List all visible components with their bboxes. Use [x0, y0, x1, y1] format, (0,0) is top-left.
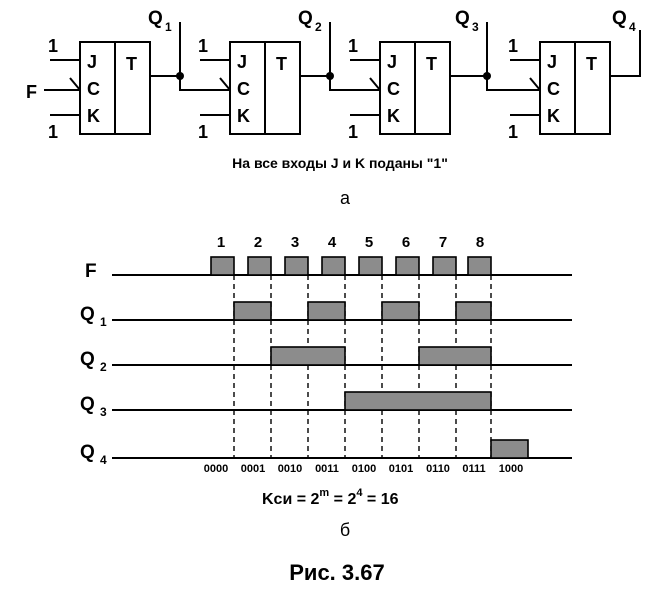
flip-flop-1: J C K T 1 1 F Q 1: [26, 8, 210, 142]
pin-c-label: C: [237, 79, 250, 99]
signal-row-q4: Q 4: [80, 439, 572, 467]
row-label-index: 4: [100, 453, 107, 467]
j-input-one-1: 1: [48, 36, 58, 56]
timing-diagram: 1 2 3 4 5 6 7 8 F: [80, 234, 572, 540]
figure-caption: Рис. 3.67: [289, 560, 384, 585]
q2-high: [270, 346, 346, 366]
row-label-letter: Q: [80, 442, 95, 463]
pin-c-label: C: [87, 79, 100, 99]
pin-j-label: J: [547, 52, 557, 72]
q1-high: [381, 301, 420, 321]
k-input-one-2: 1: [198, 122, 208, 142]
q1-high: [455, 301, 492, 321]
j-input-one-2: 1: [198, 36, 208, 56]
pin-k-label: K: [387, 106, 400, 126]
output-q2-index: 2: [315, 20, 322, 34]
q3-high: [344, 391, 492, 411]
clock-pulse: [210, 256, 235, 276]
circuit-caption: На все входы J и K поданы "1": [232, 155, 448, 171]
counting-formula: Kси = 2m = 24 = 16: [262, 487, 399, 508]
pulse-number: 5: [365, 234, 373, 251]
state-code: 0111: [462, 463, 485, 475]
flip-flop-3: J C K T 1 1 Q 3: [348, 8, 520, 142]
pulse-number: 6: [402, 234, 410, 251]
q2-high: [418, 346, 492, 366]
input-f-label: F: [26, 82, 37, 102]
pin-c-label: C: [547, 79, 560, 99]
pin-j-label: J: [237, 52, 247, 72]
output-q1-index: 1: [165, 20, 172, 34]
j-input-one-3: 1: [348, 36, 358, 56]
signal-row-q2: Q 2: [80, 346, 572, 374]
pulse-number: 8: [476, 234, 484, 251]
block-t-label: T: [126, 54, 137, 74]
clock-pulse: [467, 256, 492, 276]
pin-j-label: J: [387, 52, 397, 72]
pulse-number: 2: [254, 234, 262, 251]
state-code: 1000: [499, 463, 523, 475]
row-label-letter: Q: [80, 304, 95, 325]
k-input-one-1: 1: [48, 122, 58, 142]
clock-pulse: [284, 256, 309, 276]
pulse-number: 1: [217, 234, 225, 251]
pin-k-label: K: [87, 106, 100, 126]
signal-row-q3: Q 3: [80, 391, 572, 419]
block-t-label: T: [426, 54, 437, 74]
q1-high: [307, 301, 346, 321]
output-q1-letter: Q: [148, 8, 163, 29]
output-q4-letter: Q: [612, 8, 627, 29]
signal-row-f: F: [85, 256, 572, 282]
clock-pulse: [395, 256, 420, 276]
state-code: 0100: [352, 463, 376, 475]
flip-flop-4: J C K T 1 1 Q 4: [508, 8, 641, 142]
clock-pulse: [358, 256, 383, 276]
pulse-number: 4: [328, 234, 337, 251]
q1-high: [233, 301, 272, 321]
output-q3-letter: Q: [455, 8, 470, 29]
row-label: F: [85, 261, 97, 282]
clock-pulse: [321, 256, 346, 276]
dashed-guides: [233, 275, 492, 458]
pulse-number: 7: [439, 234, 447, 251]
row-label-index: 1: [100, 315, 107, 329]
row-label-index: 2: [100, 360, 107, 374]
k-input-one-3: 1: [348, 122, 358, 142]
state-code: 0101: [389, 463, 413, 475]
pulse-number: 3: [291, 234, 299, 251]
row-label-letter: Q: [80, 349, 95, 370]
j-input-one-4: 1: [508, 36, 518, 56]
output-q2-letter: Q: [298, 8, 313, 29]
clock-pulse: [247, 256, 272, 276]
row-label-index: 3: [100, 405, 107, 419]
signal-row-q1: Q 1: [80, 301, 572, 329]
state-code: 0110: [426, 463, 450, 475]
output-q4-index: 4: [629, 20, 636, 34]
state-code: 0011: [315, 463, 339, 475]
k-input-one-4: 1: [508, 122, 518, 142]
part-b-label: б: [340, 520, 350, 540]
part-a-label: а: [340, 188, 351, 208]
block-t-label: T: [586, 54, 597, 74]
pin-k-label: K: [547, 106, 560, 126]
row-label-letter: Q: [80, 394, 95, 415]
pin-k-label: K: [237, 106, 250, 126]
q4-high: [490, 439, 529, 459]
counter-circuit: J C K T 1 1 F Q 1 J C K T: [26, 8, 641, 208]
clock-pulse: [432, 256, 457, 276]
pin-j-label: J: [87, 52, 97, 72]
state-codes: 0000 0001 0010 0011 0100 0101 0110 0111 …: [204, 463, 523, 475]
state-code: 0010: [278, 463, 302, 475]
state-code: 0000: [204, 463, 228, 475]
output-q3-index: 3: [472, 20, 479, 34]
state-code: 0001: [241, 463, 265, 475]
block-t-label: T: [276, 54, 287, 74]
flip-flop-2: J C K T 1 1 Q 2: [198, 8, 360, 142]
pin-c-label: C: [387, 79, 400, 99]
pulse-numbers: 1 2 3 4 5 6 7 8: [217, 234, 484, 251]
